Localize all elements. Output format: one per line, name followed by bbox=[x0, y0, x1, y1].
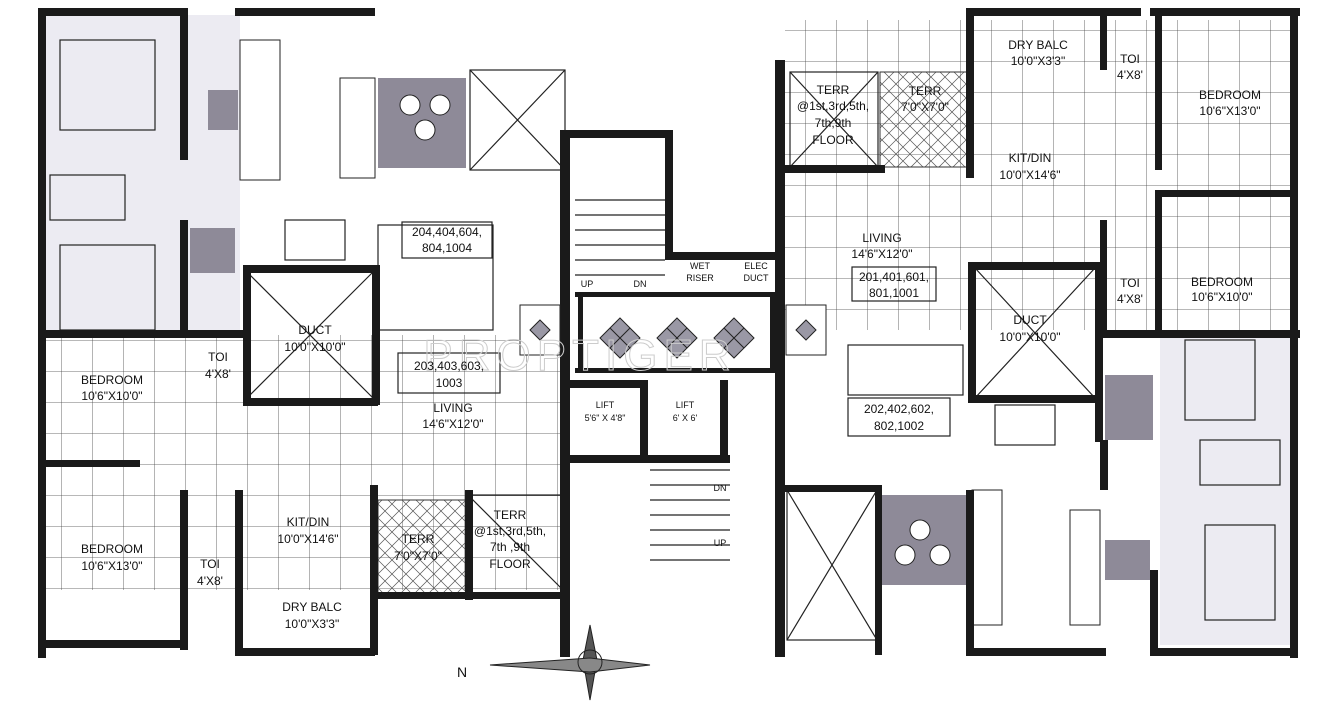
terrace-floors-label: 7th ,9th bbox=[490, 540, 530, 554]
terrace-floors-label: @1st,3rd,5th, bbox=[474, 524, 546, 538]
bedroom-size: 10'6"X10'0" bbox=[81, 389, 142, 403]
living-label: LIVING bbox=[433, 401, 472, 415]
duct-label: DUCT bbox=[1013, 313, 1047, 327]
unit-numbers: 203,403,603, bbox=[414, 359, 484, 373]
toilet-label: TOI bbox=[200, 557, 220, 571]
wet-riser-label: WET bbox=[690, 261, 710, 271]
toilet-size: 4'X8' bbox=[205, 367, 231, 381]
kit-din-label: KIT/DIN bbox=[1009, 151, 1052, 165]
duct-size: 10'0"X10'0" bbox=[284, 340, 345, 354]
unit-numbers: 204,404,604, bbox=[412, 225, 482, 239]
lift-size: 5'6" X 4'8" bbox=[585, 413, 626, 423]
dry-balc-label: DRY BALC bbox=[282, 600, 342, 614]
dry-balc-label: DRY BALC bbox=[1008, 38, 1068, 52]
kitchen-fixtures bbox=[190, 39, 1153, 626]
walls bbox=[38, 8, 1300, 658]
stair-dn-label: DN bbox=[634, 279, 647, 289]
living-label: LIVING bbox=[862, 231, 901, 245]
living-size: 14'6"X12'0" bbox=[422, 417, 483, 431]
toilet-label: TOI bbox=[1120, 276, 1140, 290]
kit-din-size: 10'0"X14'6" bbox=[999, 168, 1060, 182]
watermark: PROPTIGER bbox=[423, 331, 736, 380]
terrace-floors-label: TERR bbox=[817, 83, 850, 97]
unit-number-boxes bbox=[397, 221, 951, 437]
terrace-floors-label: @1st,3rd,5th, bbox=[797, 99, 869, 113]
unit-numbers: 802,1002 bbox=[874, 419, 924, 433]
terrace-size: 7'0"X7'0" bbox=[394, 549, 442, 563]
terrace-floors-label: TERR bbox=[494, 508, 527, 522]
dry-balc-size: 10'0"X3'3" bbox=[1011, 54, 1065, 68]
duct-size: 10'0"X10'0" bbox=[999, 330, 1060, 344]
toilet-label: TOI bbox=[208, 350, 228, 364]
unit-numbers: 801,1001 bbox=[869, 286, 919, 300]
lift-size: 6' X 6' bbox=[673, 413, 698, 423]
terrace-floors-label: 7th,9th bbox=[815, 116, 852, 130]
bedroom-size: 10'6"X10'0" bbox=[1191, 290, 1252, 304]
elec-duct-label: ELEC bbox=[744, 261, 768, 271]
dry-balc-size: 10'0"X3'3" bbox=[285, 617, 339, 631]
bedroom-label: BEDROOM bbox=[81, 542, 143, 556]
north-label: N bbox=[457, 664, 467, 680]
terrace-floors-label: FLOOR bbox=[812, 133, 854, 147]
toilet-size: 4'X8' bbox=[1117, 68, 1143, 82]
bedroom-label: BEDROOM bbox=[1191, 275, 1253, 289]
terrace-label: TERR bbox=[909, 84, 942, 98]
left-wing-labels: DUCT 10'0"X10'0" TOI 4'X8' BEDROOM 10'6"… bbox=[81, 225, 546, 631]
lift-label: LIFT bbox=[676, 400, 695, 410]
unit-numbers: 201,401,601, bbox=[859, 270, 929, 284]
elec-duct-label: DUCT bbox=[744, 273, 769, 283]
terrace-size: 7'0"X7'0" bbox=[901, 100, 949, 114]
toilet-size: 4'X8' bbox=[197, 574, 223, 588]
stair-up-label: UP bbox=[581, 279, 594, 289]
wet-riser-label: RISER bbox=[686, 273, 714, 283]
living-size: 14'6"X12'0" bbox=[851, 247, 912, 261]
toilet-label: TOI bbox=[1120, 52, 1140, 66]
bedroom-label: BEDROOM bbox=[81, 373, 143, 387]
unit-numbers: 1003 bbox=[436, 376, 463, 390]
compass-rose: N bbox=[457, 624, 651, 701]
unit-numbers: 804,1004 bbox=[422, 241, 472, 255]
right-terrace bbox=[879, 71, 971, 168]
lobby-floor-pattern bbox=[519, 304, 827, 359]
kit-din-label: KIT/DIN bbox=[287, 515, 330, 529]
terrace-label: TERR bbox=[402, 532, 435, 546]
toilet-size: 4'X8' bbox=[1117, 292, 1143, 306]
open-to-sky-shafts bbox=[244, 69, 1096, 641]
right-wing-labels: TERR @1st,3rd,5th, 7th,9th FLOOR TERR 7'… bbox=[797, 38, 1261, 433]
stair-dn-label: DN bbox=[714, 483, 727, 493]
bedroom-size: 10'6"X13'0" bbox=[1199, 104, 1260, 118]
left-terrace bbox=[377, 499, 467, 596]
bedroom-label: BEDROOM bbox=[1199, 88, 1261, 102]
terrace-floors-label: FLOOR bbox=[489, 557, 531, 571]
core-labels: UP DN WET RISER ELEC DUCT LIFT 5'6" X 4'… bbox=[581, 261, 769, 548]
unit-numbers: 202,402,602, bbox=[864, 402, 934, 416]
bedroom-size: 10'6"X13'0" bbox=[81, 559, 142, 573]
staircases bbox=[575, 199, 730, 561]
duct-label: DUCT bbox=[298, 323, 332, 337]
stair-up-label: UP bbox=[714, 538, 727, 548]
kit-din-size: 10'0"X14'6" bbox=[277, 532, 338, 546]
lift-label: LIFT bbox=[596, 400, 615, 410]
